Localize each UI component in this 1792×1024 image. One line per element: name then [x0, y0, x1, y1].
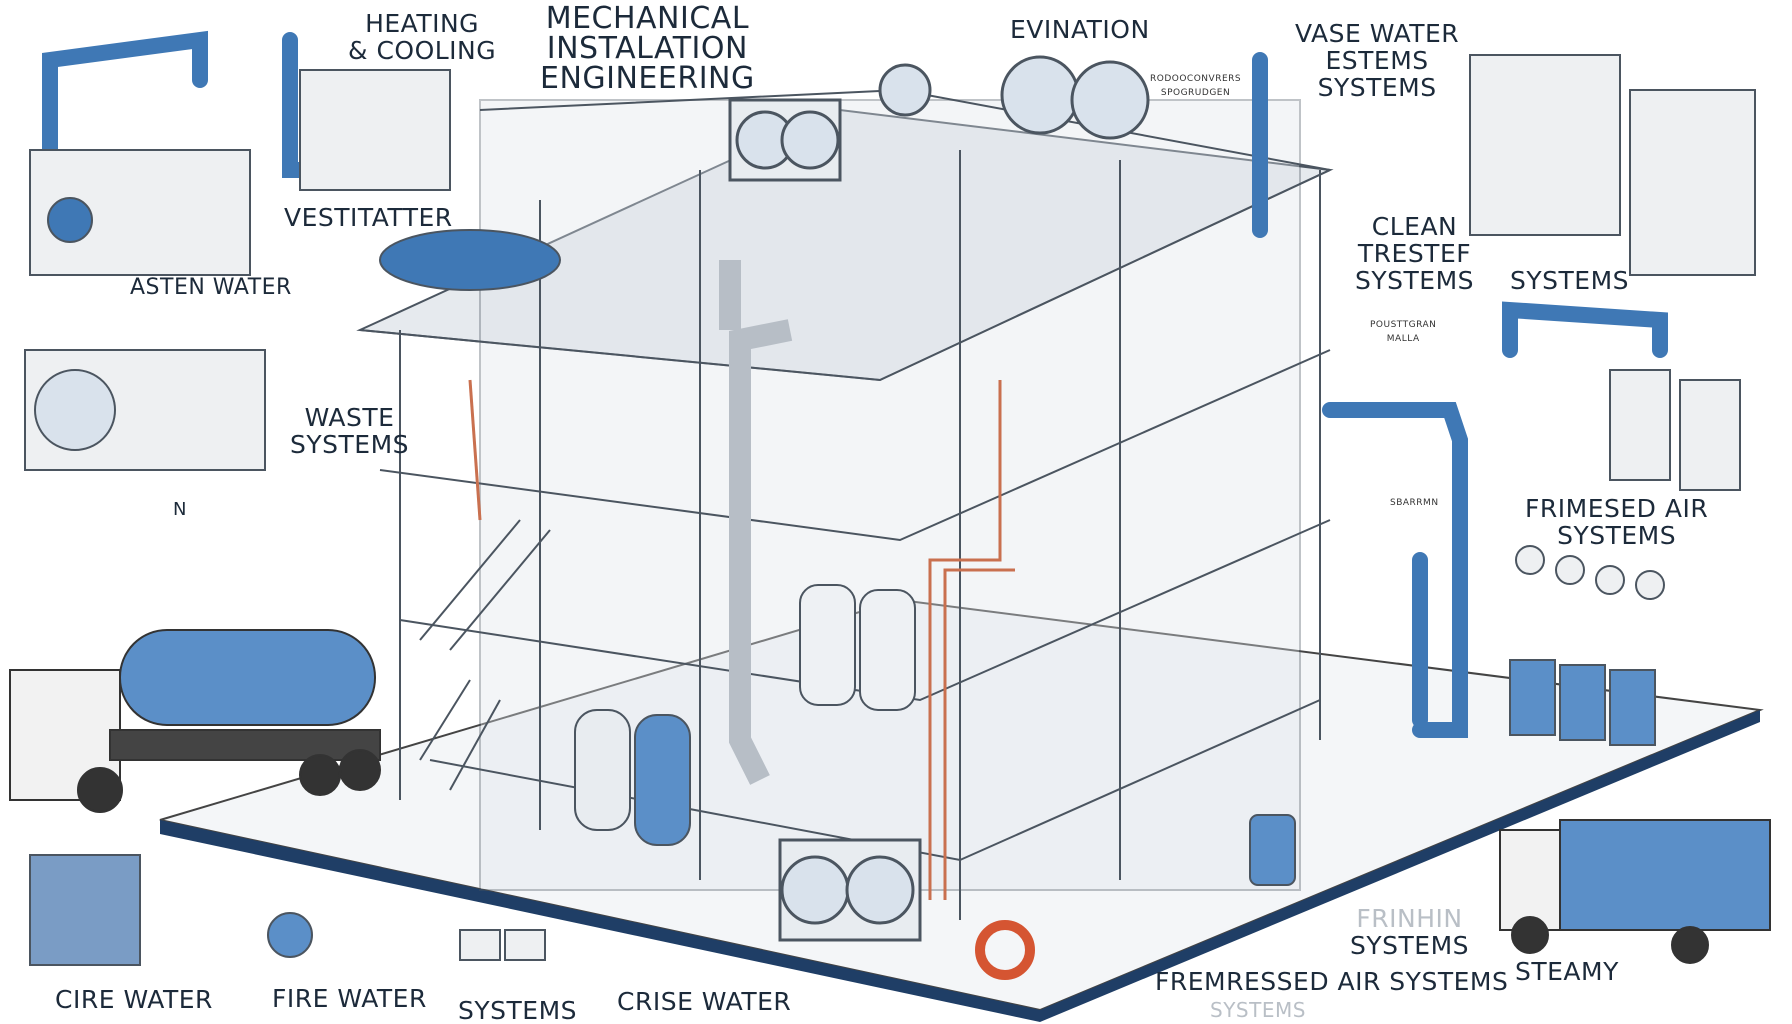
label-fire-water: FIRE WATER [272, 984, 427, 1013]
tanks [379, 229, 1296, 886]
label-frinhin: FRINHIN SYSTEMS [1350, 905, 1469, 959]
page-title: MECHANICAL INSTALATION ENGINEERING [540, 4, 755, 94]
label-n: N [173, 499, 187, 520]
label-systems-bottom: SYSTEMS [458, 996, 578, 1024]
label-line: SYSTEMS [1350, 931, 1470, 960]
label-line: WASTE [304, 403, 395, 432]
copper-pipes [468, 379, 1015, 900]
label-frimesed: FRIMESED AIR SYSTEMS [1525, 495, 1708, 549]
label-line: & COOLING [348, 36, 497, 65]
note-line: POUSTTGRAN [1370, 320, 1437, 330]
label-line: SYSTEMS [290, 430, 410, 459]
note-line: RODOOCONVRERS [1150, 74, 1242, 84]
label-line: SYSTEMS [1557, 521, 1677, 550]
label-sbarr: SBARRMN [1390, 498, 1439, 508]
label-evination: EVINATION [1010, 15, 1150, 44]
steel-pipes [719, 260, 793, 785]
label-line: TRESTEF [1357, 239, 1472, 268]
label-crise-water: CRISE WATER [617, 987, 792, 1016]
label-steamy: STEAMY [1515, 957, 1619, 986]
label-poust: POUSTTGRAN MALLA [1370, 318, 1436, 346]
delivery-truck [1499, 819, 1771, 964]
label-line: SYSTEMS [1317, 73, 1437, 102]
label-vase-water: VASE WATER ESTEMS SYSTEMS [1295, 20, 1459, 101]
label-line: FRIMESED AIR [1525, 494, 1709, 523]
label-line: SYSTEMS [1355, 266, 1475, 295]
label-small-notes: RODOOCONVRERS SPOGRUDGEN [1150, 72, 1241, 100]
label-heating-cooling: HEATING & COOLING [348, 10, 496, 64]
label-systems-right: SYSTEMS [1510, 266, 1630, 295]
staircase [419, 519, 551, 791]
label-cire-water: CIRE WATER [55, 985, 213, 1014]
label-line: VASE WATER [1295, 19, 1460, 48]
note-line: MALLA [1386, 334, 1420, 344]
label-clean: CLEAN TRESTEF SYSTEMS [1355, 213, 1474, 294]
title-line: ENGINEERING [540, 61, 755, 96]
fans [728, 55, 1150, 942]
label-line: CLEAN [1371, 212, 1458, 241]
equipment-units [24, 54, 1756, 966]
label-waste: WASTE SYSTEMS [290, 404, 409, 458]
main-structure [356, 88, 1334, 920]
label-line: ESTEMS [1325, 46, 1429, 75]
label-faint-systems: SYSTEMS [1210, 998, 1306, 1022]
label-fremressed: FREMRESSED AIR SYSTEMS [1155, 967, 1509, 996]
life-ring [975, 920, 1035, 980]
label-line: HEATING [365, 9, 480, 38]
tanker-truck [9, 629, 381, 813]
note-line: SPOGRUDGEN [1160, 88, 1231, 98]
label-line: FRINHIN [1356, 904, 1463, 933]
title-line: INSTALATION [546, 31, 748, 66]
title-line: MECHANICAL [545, 1, 750, 36]
label-vestitatter: VESTITATTER [284, 203, 453, 232]
label-asten-water: ASTEN WATER [130, 275, 292, 300]
